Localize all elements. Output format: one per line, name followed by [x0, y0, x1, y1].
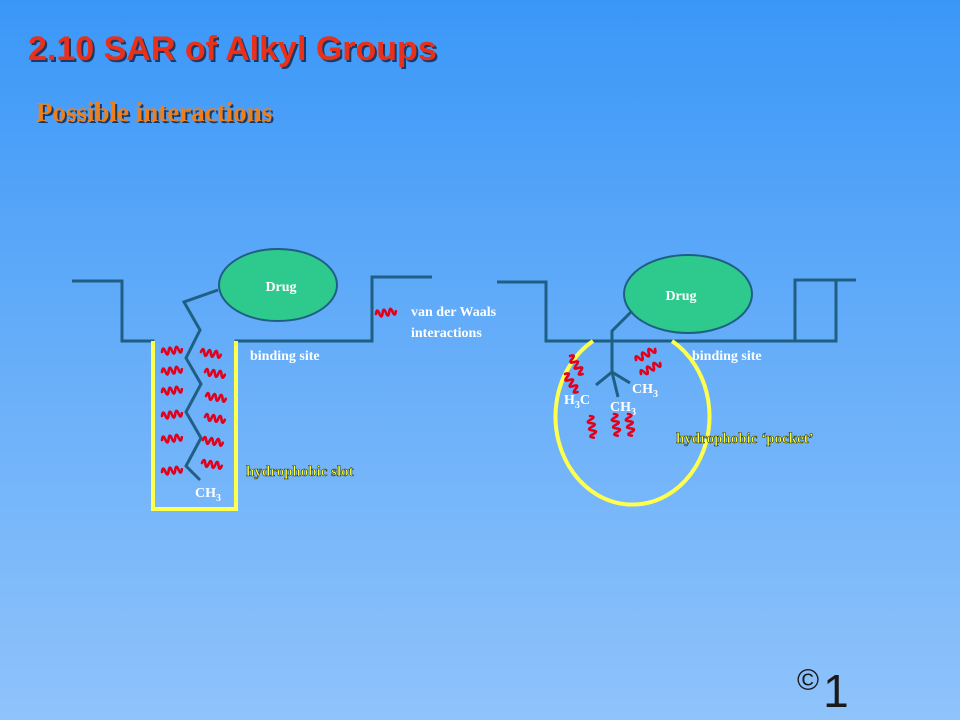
hydrophobic-pocket-wall — [553, 339, 712, 507]
hydrophobic-pocket-label: hydrophobic ‘pocket’ — [676, 431, 814, 447]
vdw-squiggle — [624, 412, 636, 437]
left-binding-site-label: binding site — [250, 349, 320, 364]
vdw-squiggle — [160, 385, 184, 396]
copyright-number: 1 — [823, 665, 849, 717]
right-branch-right — [611, 370, 631, 385]
slide-subtitle: Possible interactions — [36, 97, 273, 127]
slide-title: 2.10 SAR of Alkyl Groups — [28, 30, 437, 68]
vdw-squiggle — [160, 345, 184, 356]
vdw-squiggle — [203, 412, 227, 425]
vdw-squiggle — [639, 361, 662, 376]
right-drug-label: Drug — [665, 289, 696, 304]
right-vdw-wave-group — [563, 347, 662, 439]
right-branch-down — [610, 371, 620, 398]
left-vdw-wave-group — [160, 345, 228, 476]
vdw-legend-line1: van der Waals — [411, 305, 497, 320]
right-branch-left — [595, 370, 613, 387]
right-binding-site-label: binding site — [692, 349, 762, 364]
left-hydrophobic-slot-wall — [151, 341, 238, 511]
left-drug-label: Drug — [265, 280, 296, 295]
right-binding-site-outline — [497, 280, 838, 343]
vdw-squiggle — [610, 412, 622, 437]
vdw-squiggle — [199, 347, 223, 360]
vdw-squiggle — [160, 409, 184, 420]
vdw-legend-wave — [374, 307, 398, 318]
vdw-squiggle — [634, 347, 657, 362]
vdw-squiggle — [568, 354, 584, 376]
left-ch3-label: CH3 — [195, 486, 221, 504]
copyright-symbol: © — [797, 664, 820, 697]
vdw-squiggle — [203, 367, 227, 380]
vdw-squiggle — [586, 414, 598, 439]
copyright-mark: ©1 — [797, 664, 849, 718]
vdw-squiggle — [204, 391, 228, 404]
right-ch3-lower-label: CH3 — [610, 400, 636, 418]
hydrophobic-slot-label: hydrophobic slot — [246, 464, 354, 480]
right-alkyl-chain — [610, 309, 634, 372]
right-h3c-label: H3C — [564, 393, 590, 411]
right-drug-ellipse — [623, 254, 753, 334]
vdw-squiggle — [160, 365, 184, 376]
vdw-squiggle — [160, 433, 184, 444]
right-ch3-upper-label: CH3 — [632, 382, 658, 400]
vdw-legend-line2: interactions — [411, 326, 482, 341]
vdw-squiggle — [563, 372, 579, 394]
right-top-step — [793, 278, 856, 341]
left-alkyl-chain — [181, 288, 219, 482]
left-drug-ellipse — [218, 248, 338, 322]
vdw-squiggle — [160, 465, 184, 476]
vdw-squiggle — [201, 435, 225, 448]
vdw-squiggle — [374, 307, 398, 318]
vdw-squiggle — [200, 458, 224, 471]
